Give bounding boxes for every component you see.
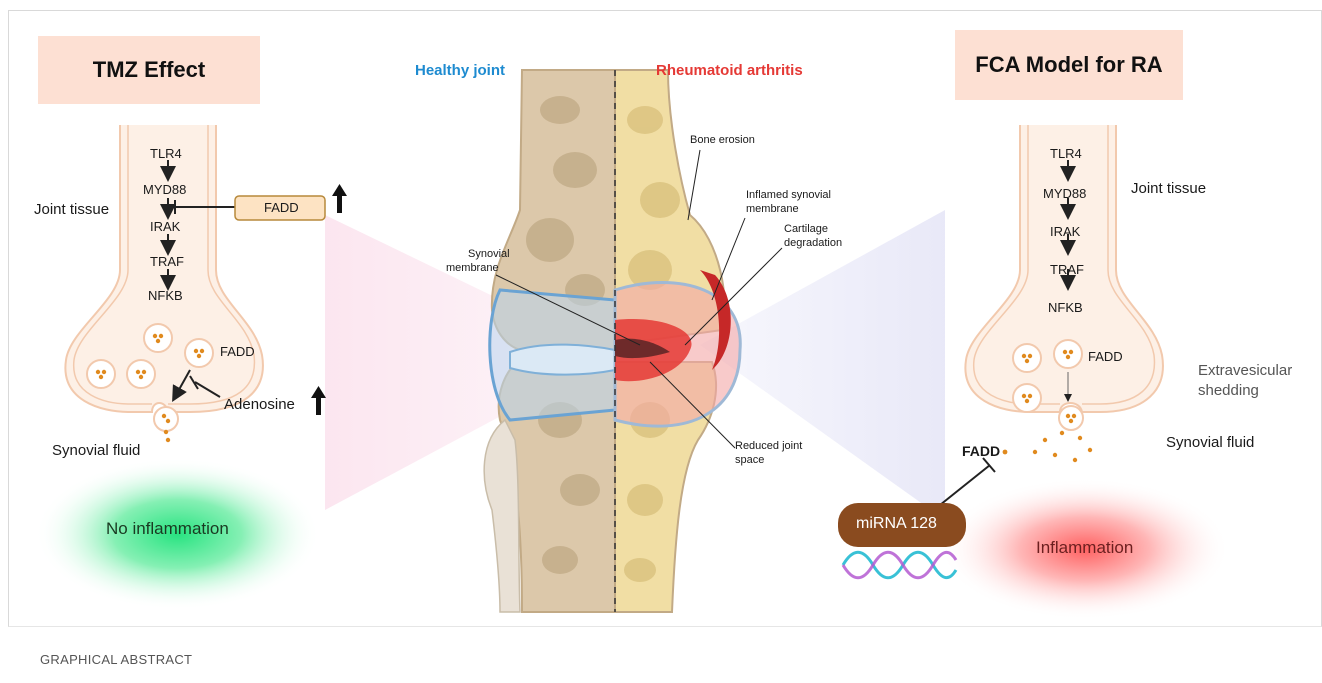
right-pathway-nfkb: NFKB: [1048, 300, 1083, 315]
left-title: TMZ Effect: [93, 57, 205, 83]
no-inflammation-label: No inflammation: [106, 519, 229, 539]
right-pathway-myd88: MYD88: [1043, 186, 1086, 201]
right-title-box: FCA Model for RA: [955, 30, 1183, 100]
bone-erosion-label: Bone erosion: [690, 134, 755, 146]
left-pathway-myd88: MYD88: [143, 182, 186, 197]
joint-illustration: [484, 70, 740, 612]
healthy-joint-label: Healthy joint: [415, 62, 505, 79]
shedding-label-1: Extravesicular: [1198, 362, 1292, 379]
adenosine-label: Adenosine: [224, 396, 295, 413]
left-pathway-nfkb: NFKB: [148, 288, 183, 303]
left-pathway-traf: TRAF: [150, 254, 184, 269]
synovial-label-1: Synovial: [468, 248, 510, 260]
right-pathway-tlr4: TLR4: [1050, 146, 1082, 161]
inflammation-label: Inflammation: [1036, 538, 1133, 558]
left-vesicle-label: FADD: [220, 344, 255, 359]
inflamed-label-2: membrane: [746, 203, 799, 215]
right-pathway-traf: TRAF: [1050, 262, 1084, 277]
left-inhibitor-label: FADD: [264, 200, 299, 215]
reduced-label-2: space: [735, 454, 764, 466]
synovial-label-2: membrane: [446, 262, 499, 274]
left-pathway-irak: IRAK: [150, 219, 180, 234]
reduced-label-1: Reduced joint: [735, 440, 802, 452]
left-title-box: TMZ Effect: [38, 36, 260, 104]
right-tissue-label: Joint tissue: [1131, 180, 1206, 197]
left-tissue-label: Joint tissue: [34, 201, 109, 218]
figure-caption: GRAPHICAL ABSTRACT: [40, 652, 192, 667]
right-title: FCA Model for RA: [975, 52, 1162, 78]
released-fadd-label: FADD: [962, 443, 1000, 459]
left-pathway-tlr4: TLR4: [150, 146, 182, 161]
mirna-label: miRNA 128: [856, 515, 937, 533]
right-fluid-label: Synovial fluid: [1166, 434, 1254, 451]
ra-label: Rheumatoid arthritis: [656, 62, 803, 79]
right-vesicle-label: FADD: [1088, 349, 1123, 364]
cartilage-label-2: degradation: [784, 237, 842, 249]
right-pathway-irak: IRAK: [1050, 224, 1080, 239]
shedding-label-2: shedding: [1198, 382, 1259, 399]
cartilage-label-1: Cartilage: [784, 223, 828, 235]
inflamed-label-1: Inflamed synovial: [746, 189, 831, 201]
left-fluid-label: Synovial fluid: [52, 442, 140, 459]
